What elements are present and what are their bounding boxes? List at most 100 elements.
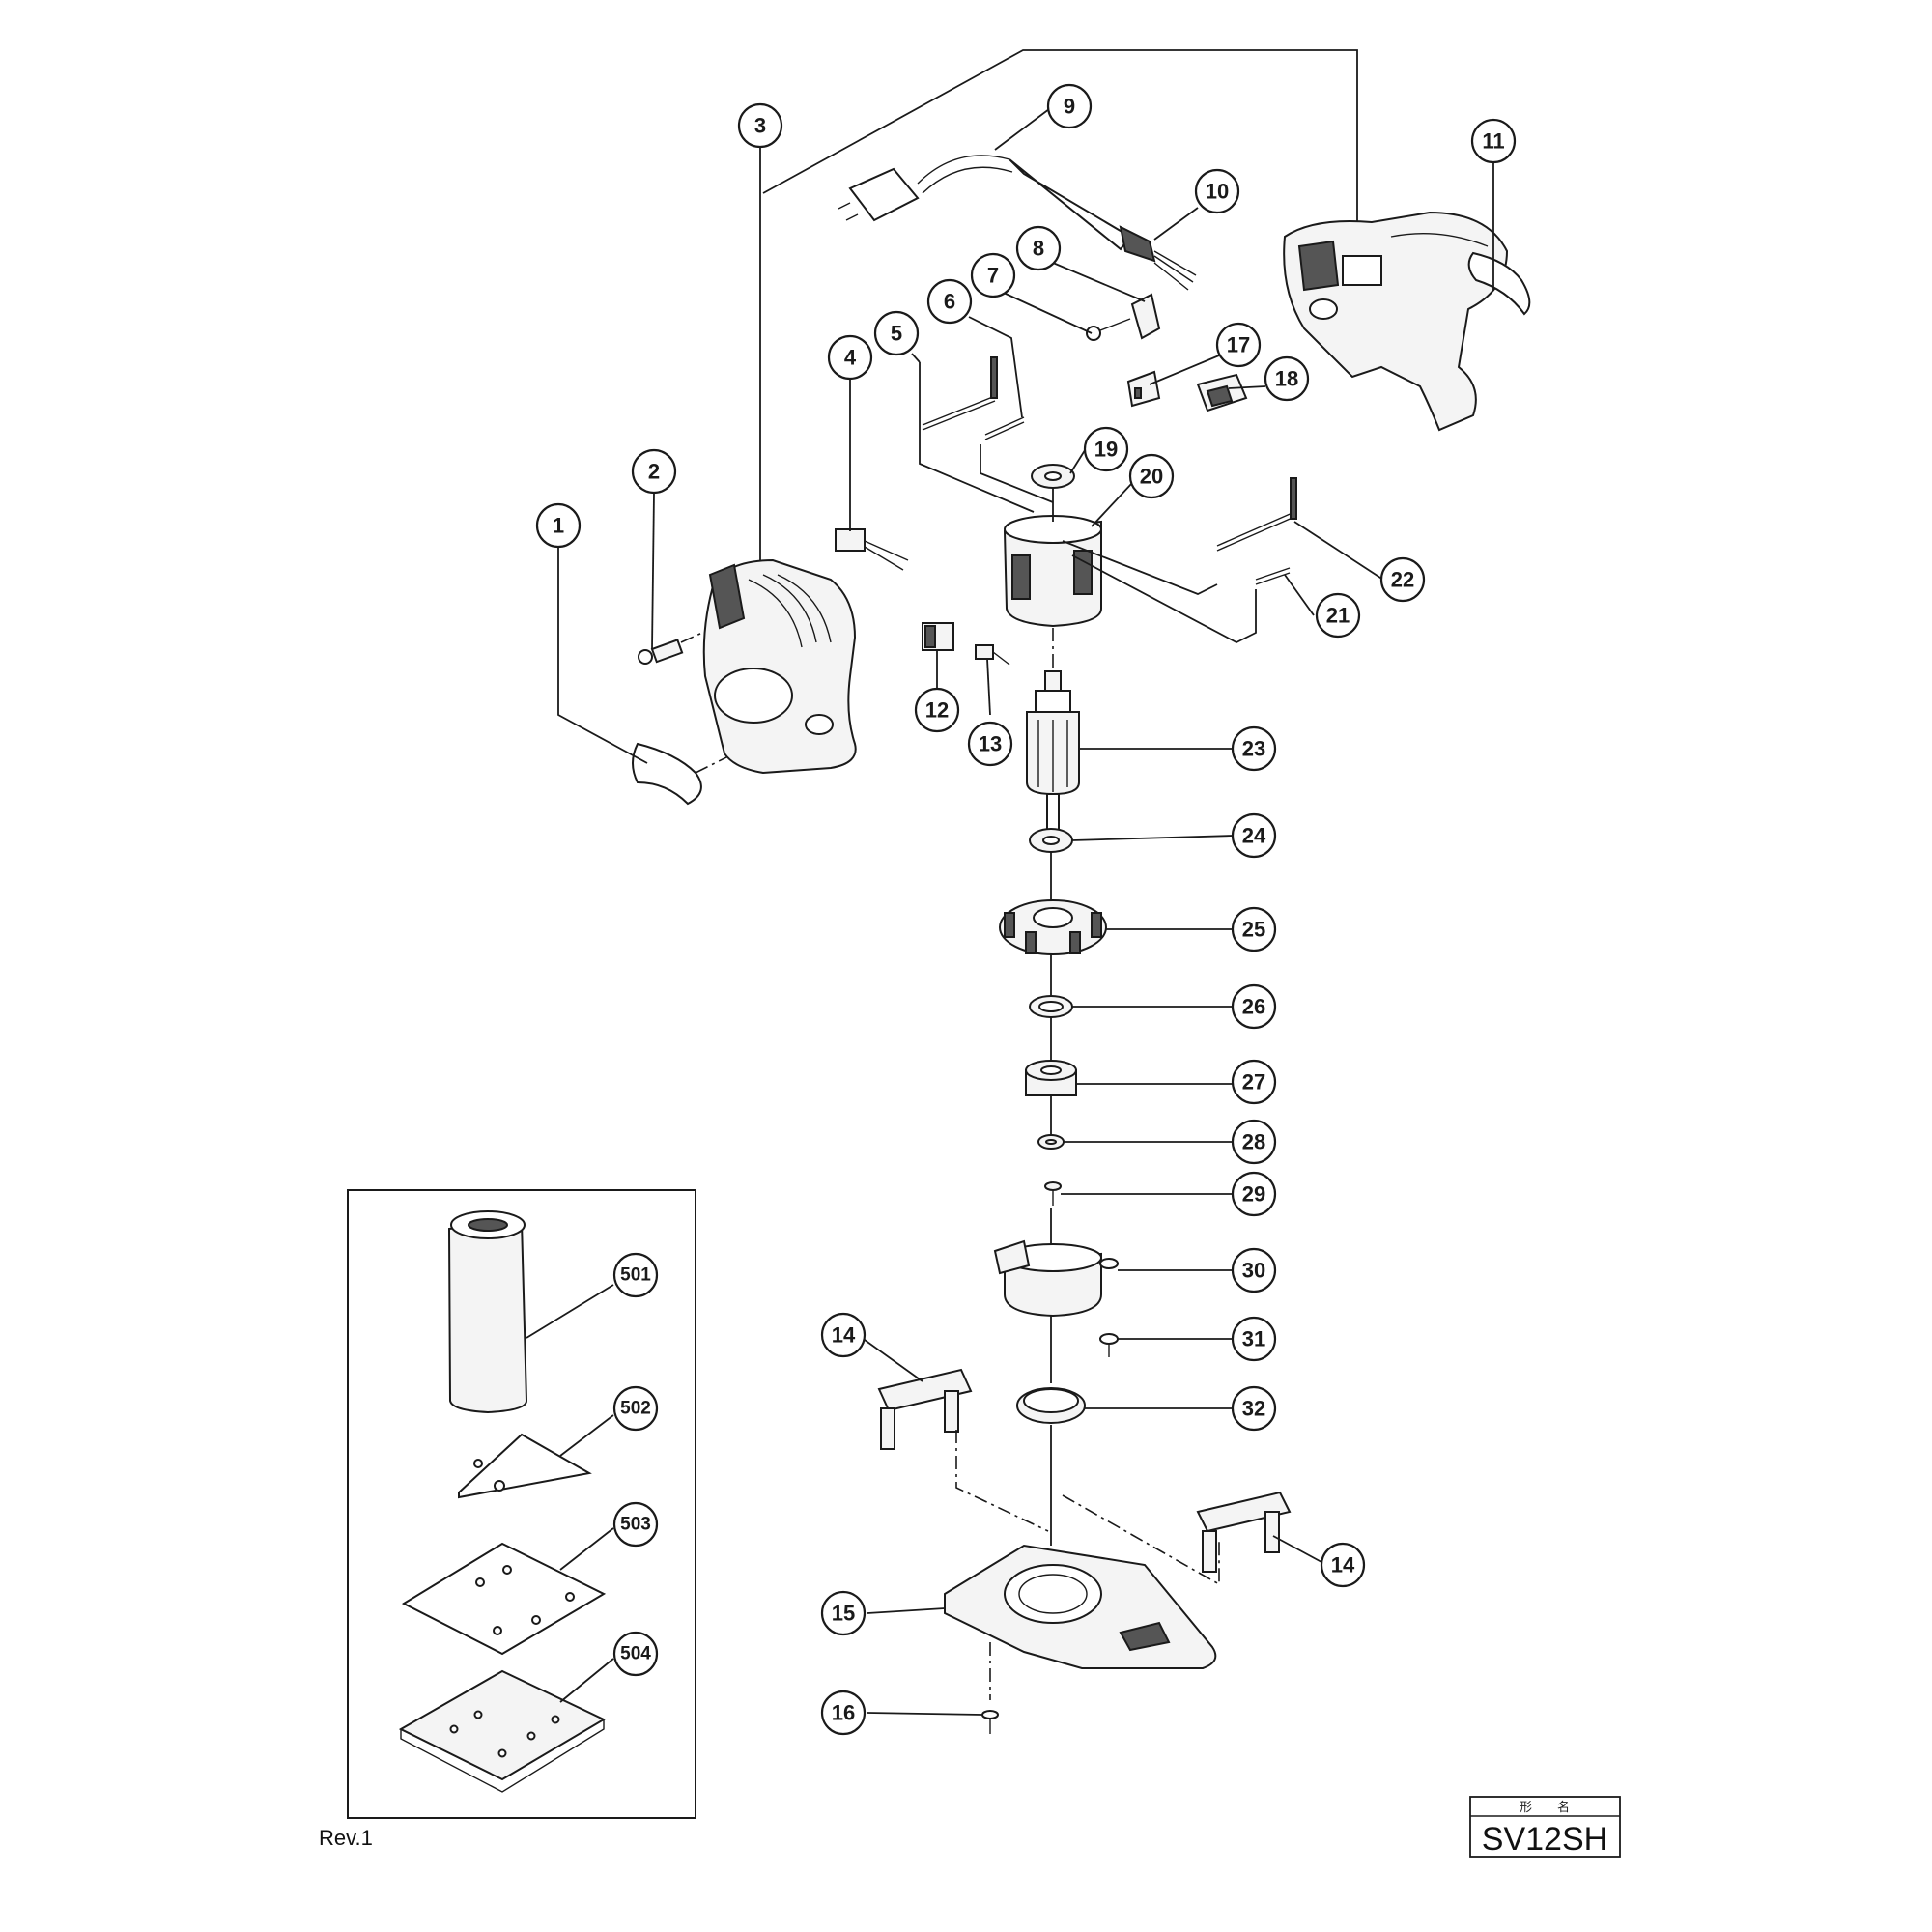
part-cord-clip [1130,293,1161,340]
leader-504 [559,1658,614,1703]
callout-14-right: 14 [1320,1542,1366,1588]
leader-22-wire [1062,540,1218,595]
callout-26: 26 [1231,983,1277,1030]
part-internal-wire-5 [922,356,998,431]
leader-8 [1052,262,1146,302]
svg-text:32: 32 [1242,1397,1265,1421]
leader-7 [992,287,1093,334]
svg-text:17: 17 [1227,333,1250,357]
part-terminal [1126,370,1161,408]
part-base-pad [944,1544,1217,1669]
part-stator [1003,515,1102,628]
svg-text:20: 20 [1140,465,1163,489]
svg-text:12: 12 [925,698,949,723]
callout-2: 2 [631,448,677,495]
callout-503: 503 [612,1501,659,1548]
leader-5 [911,353,921,363]
svg-text:14: 14 [1331,1553,1355,1577]
svg-text:3: 3 [754,114,766,138]
callout-22: 22 [1379,556,1426,603]
svg-text:24: 24 [1242,824,1266,848]
leader-22 [1293,521,1384,581]
model-box: 形 名 SV12SH [1469,1796,1621,1858]
svg-text:29: 29 [1242,1182,1265,1207]
leader-18 [1228,385,1266,389]
accessory-box [347,1189,696,1819]
callout-24: 24 [1231,812,1277,859]
part-carbon-brush [975,644,1010,666]
svg-text:7: 7 [987,264,999,288]
leader-6-wire [980,444,1054,503]
leader-20 [1091,482,1133,527]
part-bearing-housing [993,1239,1119,1318]
svg-text:10: 10 [1206,180,1229,204]
part-brush-holder [922,622,954,651]
part-capacitor [835,528,909,571]
callout-18: 18 [1264,355,1310,402]
part-washer-28 [1037,1134,1065,1150]
part-ball-bearing-27 [1025,1060,1077,1096]
part-support-14-left [877,1368,973,1450]
part-ball-bearing-24 [1029,828,1073,853]
model-box-value: SV12SH [1482,1821,1607,1858]
svg-text:6: 6 [944,290,955,314]
callout-501: 501 [612,1252,659,1298]
leader-21 [1284,574,1315,616]
callout-30: 30 [1231,1247,1277,1293]
dash-14-left [955,1430,1049,1532]
svg-text:502: 502 [620,1399,651,1419]
svg-text:501: 501 [620,1265,651,1286]
leader-21-wire [1071,554,1257,644]
svg-text:4: 4 [844,346,857,370]
svg-text:19: 19 [1094,438,1118,462]
part-screw-29 [1044,1181,1062,1206]
svg-text:22: 22 [1391,568,1414,592]
svg-text:5: 5 [891,322,902,346]
leader-501 [526,1284,614,1339]
leader-10 [1153,207,1199,241]
part-screw-31 [1099,1333,1119,1357]
callout-31: 31 [1231,1316,1277,1362]
part-switch [1196,373,1248,412]
svg-text:28: 28 [1242,1130,1265,1154]
svg-text:2: 2 [648,460,660,484]
callout-3: 3 [737,102,783,149]
svg-text:31: 31 [1242,1327,1265,1351]
part-ball-bearing-19 [1031,464,1075,489]
leader-15 [867,1607,946,1614]
dash-14-right [1062,1494,1220,1586]
callout-5: 5 [873,310,920,356]
svg-text:27: 27 [1242,1070,1265,1094]
part-sanding-paper-rect [401,1542,607,1656]
part-washer-26 [1029,995,1073,1018]
svg-text:13: 13 [979,732,1002,756]
leader-6 [968,316,1023,418]
callout-7: 7 [970,252,1016,298]
part-power-cord [838,155,1197,291]
callout-17: 17 [1215,322,1262,368]
svg-text:23: 23 [1242,737,1265,761]
part-screw-16 [981,1710,999,1734]
part-ring [1016,1387,1086,1424]
part-screw-2 [638,639,684,665]
svg-text:16: 16 [832,1701,855,1725]
leader-24 [1071,835,1235,841]
leader-2 [651,492,655,650]
leader-1 [557,545,648,764]
part-internal-wire-6 [984,416,1025,440]
svg-text:15: 15 [832,1602,855,1626]
callout-11: 11 [1470,118,1517,164]
callout-32: 32 [1231,1385,1277,1432]
svg-text:30: 30 [1242,1259,1265,1283]
svg-text:9: 9 [1064,95,1075,119]
callout-12: 12 [914,687,960,733]
part-nameplate-right [1467,251,1531,316]
callout-28: 28 [1231,1119,1277,1165]
leader-503 [559,1527,614,1571]
part-punch-plate [398,1669,607,1793]
svg-text:21: 21 [1326,604,1350,628]
part-internal-wire-21 [1255,567,1291,585]
part-rear-housing [1283,211,1509,432]
callout-25: 25 [1231,906,1277,952]
